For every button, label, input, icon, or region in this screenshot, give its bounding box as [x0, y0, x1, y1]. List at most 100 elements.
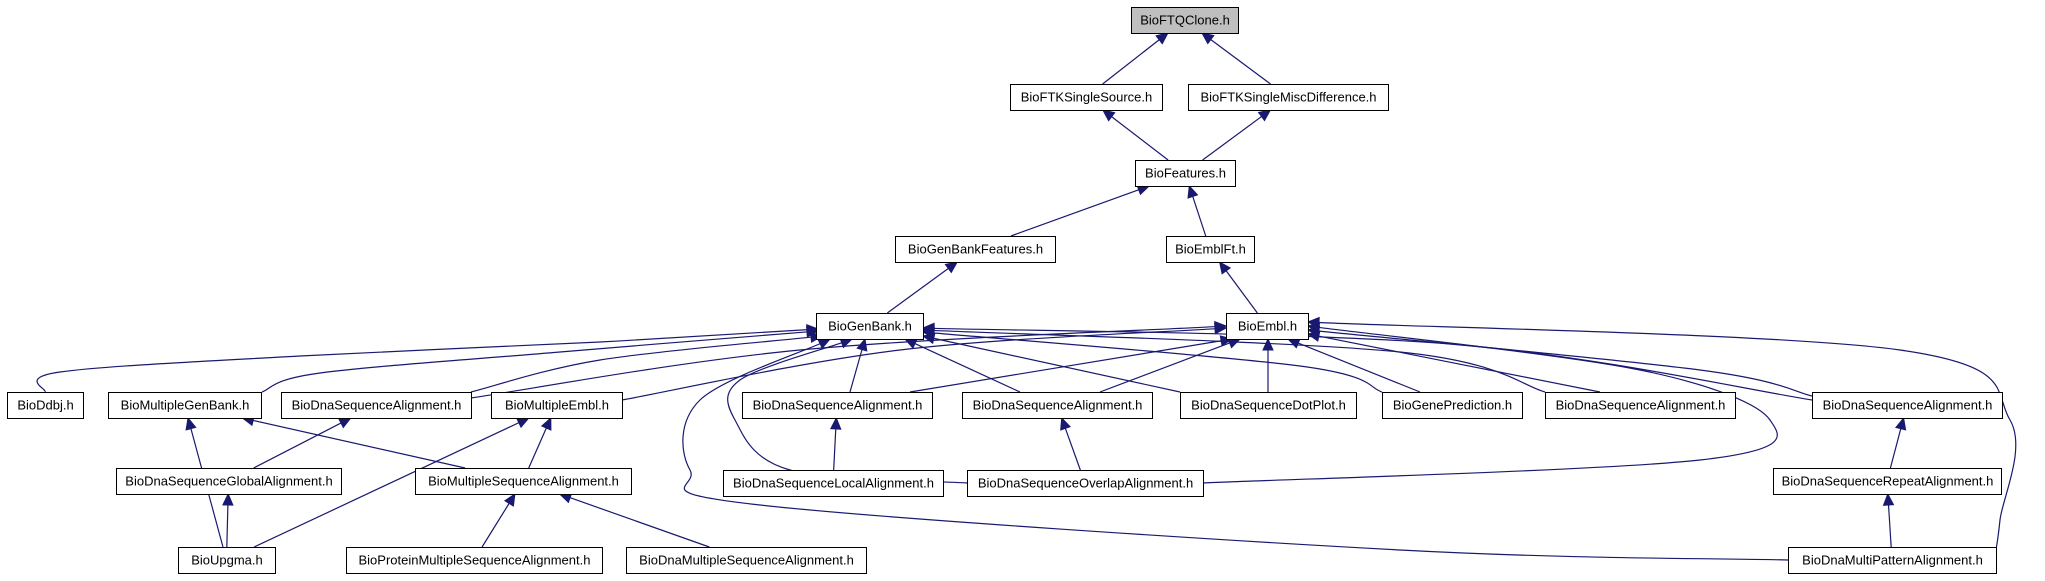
- node-box[interactable]: [962, 392, 1153, 419]
- edge-BioDnaMultiPatternAlignment-to-BioGenBank: [682, 338, 1789, 561]
- node-label: BioFTKSingleSource.h: [1021, 89, 1153, 104]
- edge-line: [252, 419, 466, 469]
- node-label: BioMultipleGenBank.h: [121, 397, 250, 412]
- arrowhead-icon: [1257, 109, 1272, 122]
- node-BioMultipleSequenceAlignment[interactable]: BioMultipleSequenceAlignment.h: [415, 468, 632, 495]
- node-BioDnaSequenceGlobalAlignment[interactable]: BioDnaSequenceGlobalAlignment.h: [116, 468, 342, 495]
- node-box[interactable]: [1812, 392, 2003, 419]
- node-box[interactable]: [346, 547, 603, 574]
- edge-BioFTKSingleMiscDifference-to-BioFTQClone: [1201, 32, 1271, 85]
- edge-BioMultipleGenBank-to-BioGenBank: [261, 326, 820, 393]
- edge-BioFTKSingleSource-to-BioFTQClone: [1102, 32, 1169, 85]
- edge-BioDnaSequenceAlignmentC-to-BioEmbl: [1099, 337, 1242, 393]
- node-box[interactable]: [1010, 84, 1163, 111]
- arrowhead-icon: [1187, 184, 1199, 199]
- edge-BioDnaSequenceGlobalAlignment-to-BioDnaSequenceAlignmentA: [253, 417, 352, 469]
- node-box[interactable]: [491, 392, 623, 419]
- edge-line: [1191, 195, 1207, 237]
- node-BioEmbl[interactable]: BioEmbl.h: [1226, 313, 1309, 340]
- node-box[interactable]: [1135, 160, 1236, 187]
- edge-line: [1887, 503, 1892, 548]
- edge-BioEmbl-to-BioEmblFt: [1218, 261, 1258, 314]
- node-box[interactable]: [1166, 236, 1255, 263]
- node-box[interactable]: [1180, 392, 1357, 419]
- node-BioDnaSequenceAlignmentC[interactable]: BioDnaSequenceAlignment.h: [962, 392, 1153, 419]
- edge-line: [253, 422, 343, 469]
- node-BioDnaSequenceLocalAlignment[interactable]: BioDnaSequenceLocalAlignment.h: [723, 470, 944, 497]
- arrowhead-icon: [1882, 492, 1895, 506]
- edge-BioFeatures-to-BioFTKSingleMiscDifference: [1202, 109, 1272, 161]
- node-box[interactable]: [281, 392, 472, 419]
- node-box[interactable]: [626, 547, 867, 574]
- edge-BioDnaSequenceAlignmentB-to-BioGenBank: [849, 337, 868, 393]
- node-box[interactable]: [1226, 313, 1309, 340]
- node-BioUpgma[interactable]: BioUpgma.h: [178, 547, 276, 574]
- node-BioDdbj[interactable]: BioDdbj.h: [7, 392, 84, 419]
- node-box[interactable]: [1131, 7, 1239, 34]
- node-BioFTKSingleMiscDifference[interactable]: BioFTKSingleMiscDifference.h: [1188, 84, 1389, 111]
- edge-BioEmblFt-to-BioFeatures: [1187, 184, 1207, 237]
- node-BioDnaSequenceDotPlot[interactable]: BioDnaSequenceDotPlot.h: [1180, 392, 1357, 419]
- node-box[interactable]: [415, 468, 632, 495]
- node-box[interactable]: [742, 392, 933, 419]
- node-box[interactable]: [723, 470, 944, 497]
- node-box[interactable]: [7, 392, 84, 419]
- node-label: BioMultipleEmbl.h: [505, 397, 609, 412]
- node-label: BioGenBankFeatures.h: [908, 241, 1043, 256]
- arrowhead-icon: [503, 492, 516, 507]
- node-label: BioUpgma.h: [191, 552, 263, 567]
- node-BioDnaSequenceAlignmentA[interactable]: BioDnaSequenceAlignment.h: [281, 392, 472, 419]
- node-BioFTKSingleSource[interactable]: BioFTKSingleSource.h: [1010, 84, 1163, 111]
- node-BioFTQClone[interactable]: BioFTQClone.h: [1131, 7, 1239, 34]
- node-BioProteinMultipleSequenceAlignment[interactable]: BioProteinMultipleSequenceAlignment.h: [346, 547, 603, 574]
- node-BioEmblFt[interactable]: BioEmblFt.h: [1166, 236, 1255, 263]
- edge-line: [1317, 330, 1813, 397]
- node-BioDnaMultiPatternAlignment[interactable]: BioDnaMultiPatternAlignment.h: [1788, 547, 1997, 574]
- node-box[interactable]: [816, 313, 924, 340]
- node-BioGenBank[interactable]: BioGenBank.h: [816, 313, 924, 340]
- node-BioDnaSequenceOverlapAlignment[interactable]: BioDnaSequenceOverlapAlignment.h: [967, 470, 1204, 497]
- edge-line: [568, 496, 710, 548]
- node-box[interactable]: [178, 547, 276, 574]
- node-label: BioDnaSequenceDotPlot.h: [1191, 397, 1346, 412]
- edge-line: [528, 426, 548, 469]
- node-BioDnaSequenceAlignmentD[interactable]: BioDnaSequenceAlignment.h: [1545, 392, 1736, 419]
- edge-line: [470, 336, 813, 393]
- edge-BioDnaMultiPatternAlignment-to-BioDnaSequenceRepeatAlignment: [1882, 492, 1895, 548]
- edge-line: [36, 328, 809, 393]
- node-BioFeatures[interactable]: BioFeatures.h: [1135, 160, 1236, 187]
- edge-BioDnaSequenceOverlapAlignment-to-BioDnaSequenceAlignmentC: [1060, 416, 1081, 471]
- node-box[interactable]: [1773, 468, 2002, 495]
- edge-BioGenBank-to-BioGenBankFeatures: [886, 261, 959, 314]
- arrowhead-icon: [903, 338, 918, 350]
- node-label: BioGenePrediction.h: [1393, 397, 1512, 412]
- edge-line: [481, 502, 511, 548]
- node-box[interactable]: [116, 468, 342, 495]
- node-BioDnaSequenceRepeatAlignment[interactable]: BioDnaSequenceRepeatAlignment.h: [1773, 468, 2002, 495]
- node-BioDnaMultipleSequenceAlignment[interactable]: BioDnaMultipleSequenceAlignment.h: [626, 547, 867, 574]
- edge-line: [621, 328, 1217, 401]
- node-BioGenePrediction[interactable]: BioGenePrediction.h: [1382, 392, 1523, 419]
- node-BioDnaSequenceAlignmentB[interactable]: BioDnaSequenceAlignment.h: [742, 392, 933, 419]
- node-BioMultipleEmbl[interactable]: BioMultipleEmbl.h: [491, 392, 623, 419]
- node-box[interactable]: [895, 236, 1056, 263]
- node-label: BioDnaSequenceRepeatAlignment.h: [1782, 473, 1994, 488]
- node-BioMultipleGenBank[interactable]: BioMultipleGenBank.h: [108, 392, 262, 419]
- node-box[interactable]: [1545, 392, 1736, 419]
- edge-BioDnaSequenceAlignmentA-to-BioGenBank: [470, 331, 824, 393]
- edge-line: [226, 503, 229, 548]
- arrowhead-icon: [1262, 337, 1274, 351]
- node-box[interactable]: [1382, 392, 1523, 419]
- node-box[interactable]: [1788, 547, 1997, 574]
- node-box[interactable]: [967, 470, 1204, 497]
- node-box[interactable]: [1188, 84, 1389, 111]
- edge-line: [1209, 38, 1271, 85]
- arrowhead-icon: [540, 416, 552, 431]
- node-label: BioDnaSequenceAlignment.h: [973, 397, 1143, 412]
- node-box[interactable]: [108, 392, 262, 419]
- node-BioGenBankFeatures[interactable]: BioGenBankFeatures.h: [895, 236, 1056, 263]
- arrowhead-icon: [1214, 320, 1228, 333]
- arrowhead-icon: [1306, 316, 1320, 329]
- node-label: BioFTQClone.h: [1140, 12, 1230, 27]
- node-BioDnaSequenceAlignmentE[interactable]: BioDnaSequenceAlignment.h: [1812, 392, 2003, 419]
